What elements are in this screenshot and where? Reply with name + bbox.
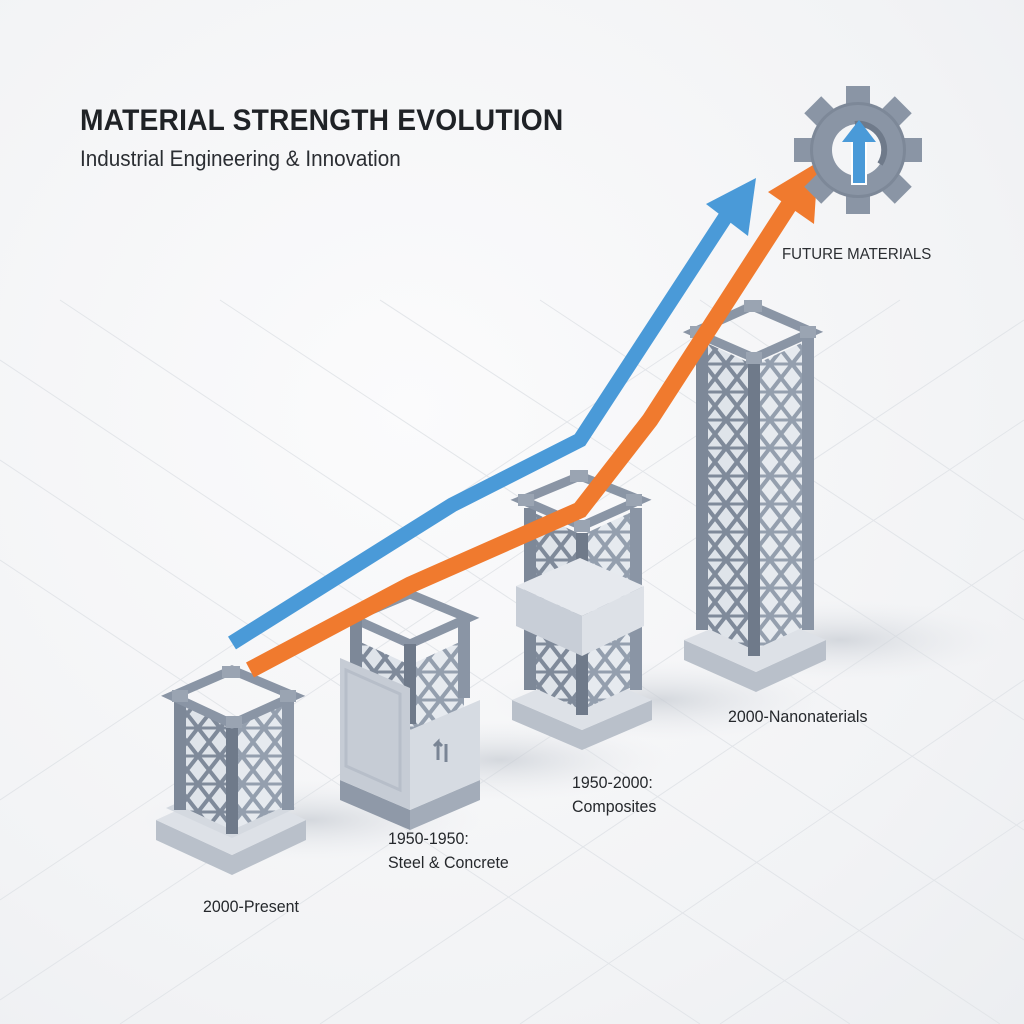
stage-label-2: 1950-1950: Steel & Concrete: [388, 827, 509, 875]
up-arrow-icon: [432, 738, 448, 762]
stage-label-line: 1950-2000:: [572, 773, 653, 792]
stage-label-1: 2000-Present: [203, 895, 299, 919]
page-subtitle: Industrial Engineering & Innovation: [80, 146, 401, 171]
future-materials-label: FUTURE MATERIALS: [782, 246, 932, 263]
stage-label-line: 2000-Present: [203, 897, 299, 916]
page-title: MATERIAL STRENGTH EVOLUTION: [80, 104, 564, 137]
stage-label-4: 2000-Nanonaterials: [728, 705, 867, 729]
stage-label-line: 1950-1950:: [388, 829, 469, 848]
stage-label-3: 1950-2000: Composites: [572, 771, 656, 819]
concrete-encased-lattice-tower: [340, 589, 480, 830]
gear-with-up-arrow-icon: [794, 86, 922, 214]
blue-trend-arrow: [228, 178, 756, 650]
stage-label-line: 2000-Nanonaterials: [728, 707, 868, 726]
short-lattice-tower: [156, 665, 306, 875]
tall-lattice-tower: [682, 300, 826, 692]
orange-trend-arrow: [246, 162, 818, 678]
stage-label-line: Composites: [572, 797, 657, 816]
stage-label-line: Steel & Concrete: [388, 853, 509, 872]
